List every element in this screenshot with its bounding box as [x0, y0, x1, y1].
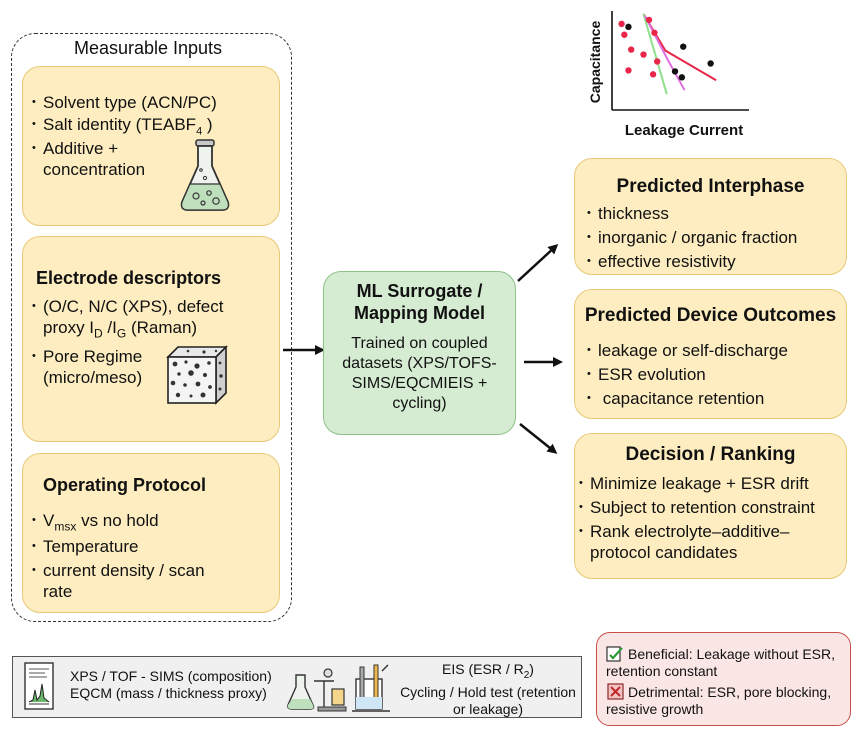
- voltage-hold-item: Vmsx vs no hold: [32, 510, 159, 537]
- interphase-item-resistivity: effective resistivity: [587, 251, 736, 272]
- pore-regime-item: Pore Regime(micro/meso): [32, 346, 142, 388]
- protocol-title: Operating Protocol: [43, 475, 207, 495]
- solvent-type-item: Solvent type (ACN/PC): [32, 92, 217, 113]
- chart-point-1-0: [625, 23, 632, 31]
- methods-right-text: EIS (ESR / R2)Cycling / Hold test (reten…: [400, 661, 576, 717]
- salt-identity-item: Salt identity (TEABF4 ): [32, 114, 213, 142]
- flask-icon: [180, 139, 230, 211]
- chart-point-0-6: [654, 58, 661, 65]
- tradeoff-chart: Capacitance Leakage Current: [587, 11, 749, 139]
- decision-item-rank: Rank electrolyte–additive–protocol candi…: [579, 521, 789, 563]
- detrimental-text: Detrimental: ESR, pore blocking,resistiv…: [606, 684, 832, 717]
- chart-line-3: [642, 13, 668, 95]
- inputs-group-border: [11, 33, 292, 622]
- porous-cube-icon: [166, 345, 228, 405]
- beneficial-text: Beneficial: Leakage without ESR,retentio…: [606, 646, 836, 679]
- device-title: Predicted Device Outcomes: [584, 305, 837, 326]
- inputs-group-title: Measurable Inputs: [73, 38, 223, 58]
- interphase-title: Predicted Interphase: [616, 176, 805, 197]
- lab-setup-icon: [287, 668, 347, 712]
- additive-item: Additive +concentration: [32, 138, 145, 180]
- methods-left-text: XPS / TOF - SIMS (composition)EQCM (mass…: [70, 668, 272, 701]
- detrimental-cross-icon: [607, 683, 624, 700]
- ml-model-box: [323, 271, 516, 435]
- decision-item-minimize: Minimize leakage + ESR drift: [579, 473, 809, 494]
- chart-line-4: [643, 15, 686, 91]
- chart-xlabel: Leakage Current: [625, 122, 743, 139]
- chart-point-1-3: [707, 60, 714, 67]
- temperature-item: Temperature: [32, 536, 138, 557]
- chart-point-0-1: [645, 16, 653, 24]
- electrode-title: Electrode descriptors: [36, 268, 222, 288]
- chart-marks: [618, 13, 717, 95]
- ml-model-title: ML Surrogate /Mapping Model: [354, 281, 485, 323]
- decision-title: Decision / Ranking: [625, 444, 796, 465]
- chart-point-0-5: [640, 51, 647, 58]
- device-item-retention: capacitance retention: [587, 388, 764, 409]
- chart-point-1-1: [680, 43, 687, 50]
- chart-line-2: [642, 13, 717, 82]
- chart-point-0-8: [649, 71, 657, 78]
- interphase-item-fraction: inorganic / organic fraction: [587, 227, 797, 248]
- chart-point-1-2: [671, 68, 679, 75]
- chart-point-0-2: [621, 31, 628, 38]
- model-to-interphase-arrow: [517, 243, 559, 282]
- chart-point-1-4: [678, 74, 686, 81]
- model-to-decision-arrow: [519, 423, 558, 454]
- chart-point-0-0: [618, 20, 625, 28]
- device-item-leakage: leakage or self-discharge: [587, 340, 788, 361]
- interphase-item-thickness: thickness: [587, 203, 669, 224]
- chart-ylabel: Capacitance: [587, 21, 603, 104]
- chart-point-0-4: [627, 46, 635, 53]
- beneficial-check-icon: [606, 646, 623, 662]
- chart-point-0-7: [625, 67, 632, 74]
- spectrum-report-icon: [24, 662, 54, 710]
- device-item-esr: ESR evolution: [587, 364, 706, 385]
- electrochemical-cell-icon: [352, 664, 390, 712]
- effects-legend-box: [596, 632, 851, 726]
- chart-point-0-3: [651, 29, 658, 36]
- decision-item-constraint: Subject to retention constraint: [579, 497, 815, 518]
